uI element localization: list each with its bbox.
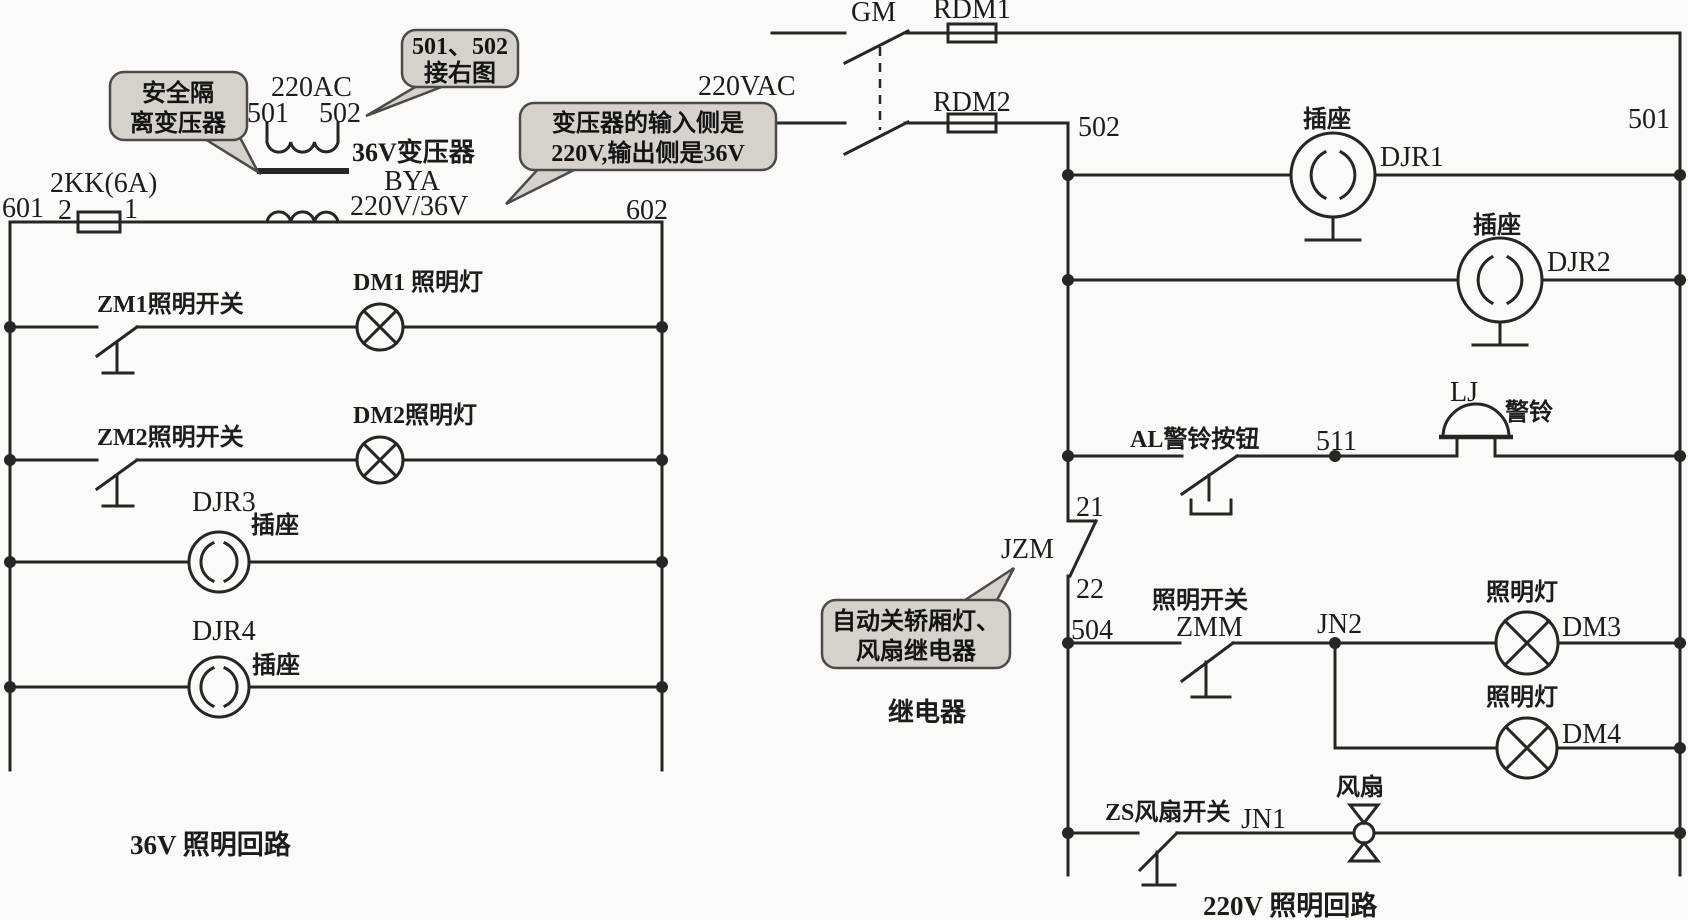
transformer-primary-coil	[265, 140, 340, 154]
switch-zs-symbol	[1137, 830, 1180, 887]
socket-djr2-label: DJR2	[1547, 247, 1611, 278]
transformer-501-label: 501	[247, 98, 289, 129]
node-label-21: 21	[1076, 492, 1104, 523]
lamp-dm3-symbol	[1494, 610, 1560, 676]
relay-cn-label: 继电器	[888, 697, 967, 727]
node-label-601: 601	[2, 193, 44, 224]
socket3-cn-label: 插座	[251, 511, 299, 539]
callout-relay-line1: 自动关轿厢灯、	[832, 607, 1000, 635]
contact-jzm-label: JZM	[1001, 534, 1054, 565]
fuse-rdm1-label: RDM1	[933, 0, 1011, 25]
socket-djr3-label: DJR3	[192, 487, 256, 518]
switch-zm1-label: ZM1照明开关	[97, 291, 244, 318]
callout-wires-501-502: 501、502 接右图	[365, 28, 520, 118]
node-label-511: 511	[1316, 426, 1357, 457]
callout-transformer-io: 变压器的输入侧是 220V,输出侧是36V	[505, 101, 778, 206]
junction-dots-left	[4, 321, 668, 693]
lamp-dm3-label: DM3	[1562, 612, 1621, 643]
fan-cn-label: 风扇	[1336, 773, 1384, 801]
transformer-name-label: 36V变压器	[352, 137, 476, 167]
bell-cn-label: 警铃	[1504, 398, 1553, 426]
lamp-dm1-symbol	[355, 302, 405, 352]
switch-zmm-label: ZMM	[1176, 612, 1243, 643]
fuse-rdm2-symbol	[946, 112, 998, 134]
node-label-502: 502	[1078, 112, 1120, 143]
callout-auto-relay: 自动关轿厢灯、 风扇继电器	[820, 566, 1016, 670]
transformer-model-label: BYA	[384, 166, 441, 197]
socket-djr1-symbol	[1289, 131, 1377, 242]
node-label-jn1: JN1	[1241, 804, 1286, 835]
switch-zm2-symbol	[94, 457, 140, 508]
switch-zm1-symbol	[94, 324, 140, 375]
transformer-voltage-label: 220AC	[271, 72, 352, 103]
lamp-dm2-symbol	[355, 435, 405, 485]
node-label-504: 504	[1071, 615, 1113, 646]
transformer-primary-leads	[265, 121, 340, 144]
socket-djr4-label: DJR4	[192, 616, 256, 647]
terminal-label-1: 1	[124, 194, 138, 225]
node-label-501: 501	[1628, 104, 1670, 135]
node-label-602: 602	[626, 195, 668, 226]
lamp-dm2-label: DM2照明灯	[353, 402, 477, 429]
bell-lj-symbol	[1439, 402, 1513, 458]
callout-safety-transformer: 安全隔 离变压器	[108, 70, 262, 176]
junction-dots-right	[1062, 169, 1686, 839]
lamp-dm4-label: DM4	[1562, 719, 1621, 750]
bell-lj-label: LJ	[1450, 377, 1478, 408]
node-label-jn2: JN2	[1317, 609, 1362, 640]
socket-djr3-symbol	[187, 530, 251, 594]
fan-symbol	[1346, 803, 1382, 863]
contact-jzm-symbol	[1066, 519, 1098, 578]
right-circuit-wires	[770, 22, 1686, 887]
socket-djr2-symbol	[1456, 236, 1544, 347]
callout-relay-line2: 风扇继电器	[856, 637, 977, 665]
callout-wires-line2: 接右图	[424, 60, 496, 87]
callout-box	[820, 598, 1012, 670]
socket1-cn-label: 插座	[1303, 105, 1351, 133]
callout-xfmr-line2: 220V,输出侧是36V	[551, 139, 745, 167]
transformer-ratio-label: 220V/36V	[350, 191, 468, 222]
pushbutton-al-label: AL警铃按钮	[1130, 425, 1259, 453]
callout-xfmr-line1: 变压器的输入侧是	[552, 109, 744, 137]
lamp4-cn-label: 照明灯	[1486, 684, 1558, 711]
lamp3-cn-label: 照明灯	[1486, 579, 1558, 606]
title-220v-circuit: 220V 照明回路	[1203, 890, 1378, 920]
supply-voltage-label: 220VAC	[698, 71, 796, 102]
title-36v-circuit: 36V 照明回路	[130, 829, 292, 860]
socket2-cn-label: 插座	[1473, 211, 1521, 239]
fuse-rdm2-label: RDM2	[933, 87, 1011, 118]
socket4-cn-label: 插座	[252, 651, 300, 679]
switch-zmm-title-label: 照明开关	[1152, 587, 1248, 614]
switch-gm-top-blade	[842, 28, 911, 66]
callout-box	[108, 70, 249, 142]
wire-row-dm4	[1333, 641, 1682, 750]
terminal-label-2: 2	[58, 195, 72, 226]
switch-gm-label: GM	[851, 0, 896, 28]
fuse-label-2kk: 2KK(6A)	[50, 168, 157, 199]
transformer-secondary-coil	[265, 210, 340, 224]
lamp-dm4-symbol	[1495, 716, 1559, 780]
callout-box	[518, 101, 778, 172]
switch-gm-bottom-blade	[842, 119, 911, 157]
switch-zmm-symbol	[1179, 640, 1236, 699]
callout-safety-line1: 安全隔	[142, 79, 214, 107]
callout-tail	[505, 165, 581, 206]
transformer-502-label: 502	[319, 98, 361, 129]
transformer-symbol	[257, 121, 349, 224]
callout-wires-line1: 501、502	[412, 34, 508, 60]
callout-box	[400, 28, 520, 89]
callout-safety-line2: 离变压器	[130, 109, 227, 137]
switch-zs-label: ZS风扇开关	[1105, 798, 1230, 826]
lamp-dm1-label: DM1 照明灯	[353, 269, 483, 296]
fuse-rdm1-symbol	[946, 22, 998, 44]
callout-tail	[957, 566, 1016, 604]
pushbutton-al-symbol	[1179, 453, 1240, 516]
left-circuit-wires	[4, 210, 668, 772]
switch-zm2-label: ZM2照明开关	[97, 424, 244, 451]
fuse-2kk-symbol	[76, 210, 122, 234]
socket-djr4-symbol	[187, 655, 251, 719]
node-label-22: 22	[1076, 574, 1104, 605]
socket-djr1-label: DJR1	[1380, 142, 1444, 173]
